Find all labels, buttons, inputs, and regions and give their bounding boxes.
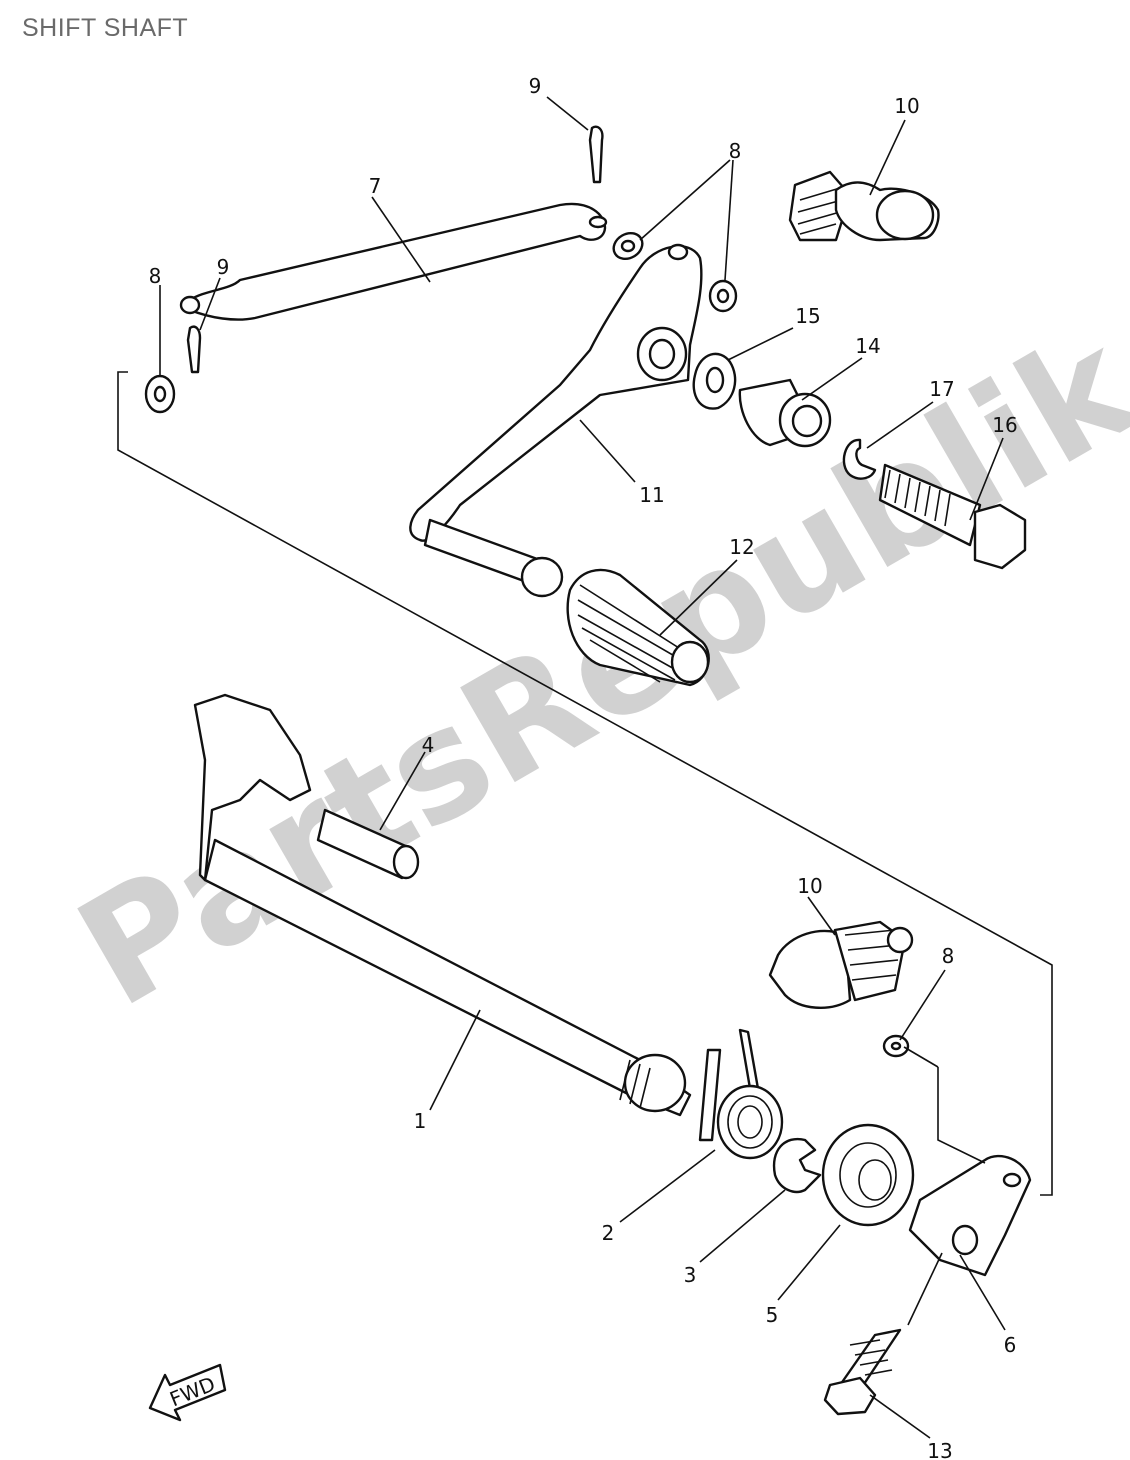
shift-pedal: [409, 243, 703, 598]
callout-8-top: 8: [729, 139, 742, 163]
callout-5: 5: [766, 1303, 779, 1327]
shift-shaft: [193, 693, 692, 1117]
return-spring: [698, 1028, 784, 1160]
callout-6: 6: [1004, 1333, 1017, 1357]
fwd-label: FWD: [166, 1372, 218, 1412]
callout-8-left: 8: [149, 264, 162, 288]
pivot-collar: [692, 352, 737, 410]
pivot-bolt: [878, 463, 1027, 570]
fwd-arrow-icon: FWD: [148, 1363, 227, 1422]
leader-lines: [159, 96, 1006, 1439]
callout-4: 4: [422, 733, 435, 757]
callout-1: 1: [414, 1109, 427, 1133]
callout-9-top: 9: [529, 74, 542, 98]
locating-pin: [316, 808, 420, 880]
callout-10-lower: 10: [797, 874, 822, 898]
callout-labels: 9 8 10 7 8 9 15 14 17 16 11 12 4 10 8 1 …: [149, 74, 1018, 1460]
callout-2: 2: [602, 1221, 615, 1245]
e-clip: [772, 1137, 822, 1194]
assembly-outline: [117, 371, 1053, 1196]
rubber-boot-lower: [768, 920, 914, 1009]
callout-14: 14: [855, 334, 880, 358]
shift-arm-bolt: [823, 1328, 902, 1416]
washer-8-lower: [882, 1034, 910, 1058]
washer-8-left: [144, 374, 176, 414]
washer-8-top: [612, 231, 644, 261]
callout-11: 11: [639, 483, 664, 507]
shift-arm: [908, 1154, 1032, 1277]
callout-9-left: 9: [217, 255, 230, 279]
callout-15: 15: [795, 304, 820, 328]
callout-16: 16: [992, 413, 1017, 437]
cotter-pin-left: [186, 325, 202, 374]
pivot-bushing: [738, 378, 832, 448]
watermark: PartsRepublik: [51, 297, 1130, 1041]
callout-10-top: 10: [894, 94, 919, 118]
shift-rod: [179, 202, 608, 321]
cotter-pin-top: [588, 125, 604, 184]
callout-13: 13: [927, 1439, 952, 1460]
callout-17: 17: [929, 377, 954, 401]
rubber-boot-upper: [788, 170, 940, 242]
circlip: [842, 438, 877, 480]
callout-12: 12: [729, 535, 754, 559]
page-title: SHIFT SHAFT: [22, 14, 189, 42]
washer-8-right: [708, 279, 738, 313]
pedal-rubber: [566, 568, 710, 687]
callout-7: 7: [369, 174, 382, 198]
callout-3: 3: [684, 1263, 697, 1287]
callout-8-lower: 8: [942, 944, 955, 968]
oil-seal: [821, 1123, 915, 1227]
